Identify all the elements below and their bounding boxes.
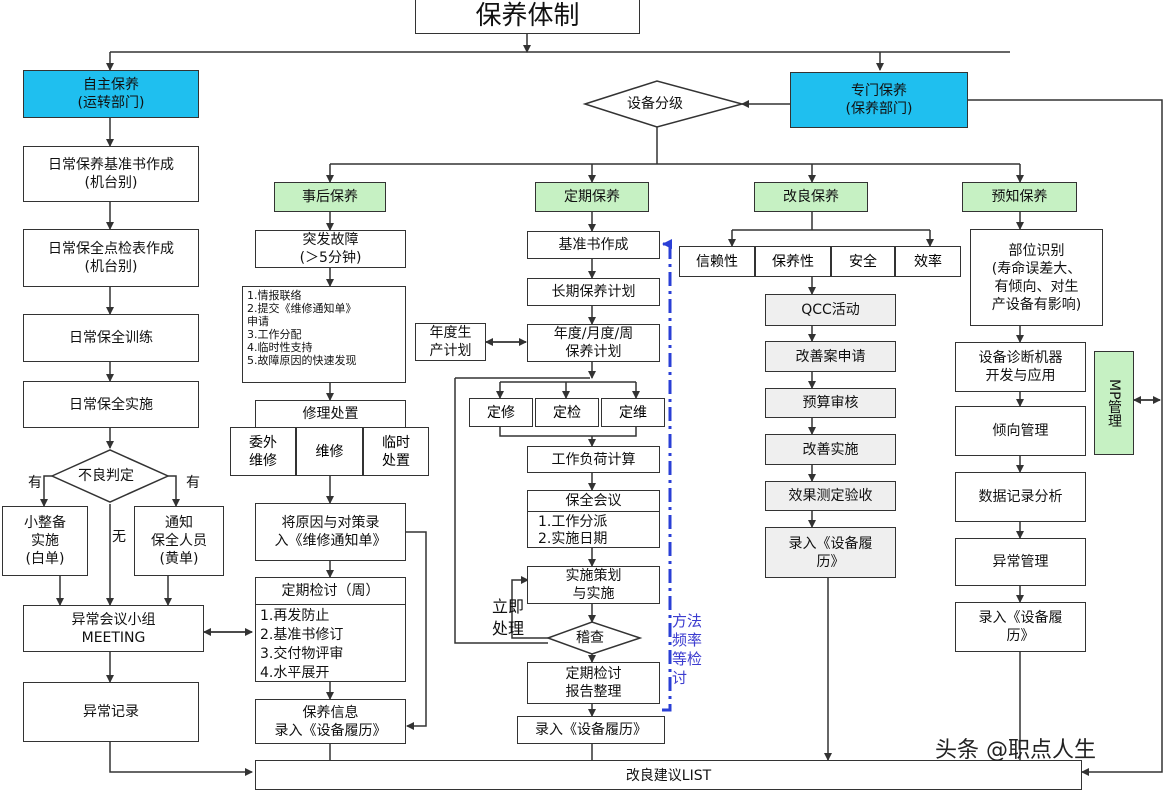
weekly-review-list: 1.再发防止 2.基准书修订 3.交付物评审 4.水平展开	[255, 604, 406, 682]
qcc-box: QCC活动	[765, 294, 896, 326]
implement-box: 实施策划 与实施	[527, 566, 660, 604]
workload-box: 工作负荷计算	[527, 446, 660, 473]
judge-label: 不良判定	[78, 468, 134, 484]
cell-upkeep: 定维	[601, 398, 665, 427]
fault-actions-list: 1.情报联络 2.提交《维修通知单》 申请 3.工作分配 4.临时性支持 5.故…	[242, 286, 406, 383]
cell-inspect: 定检	[535, 398, 599, 427]
improvement-maintenance-header: 改良保养	[754, 182, 868, 212]
yes-right-label: 有	[186, 475, 200, 491]
weekly-review-header: 定期检讨（周）	[255, 577, 406, 605]
repair-option-outsource: 委外 维修	[230, 427, 296, 476]
budget-review-box: 预算审核	[765, 388, 896, 418]
sudden-fault-box: 突发故障 (＞5分钟)	[255, 230, 406, 268]
left-step-3: 日常保全训练	[23, 314, 199, 362]
criteria-book-box: 基准书作成	[527, 231, 660, 259]
predictive-maintenance-header: 预知保养	[962, 182, 1077, 212]
annual-production-plan-box: 年度生 产计划	[415, 323, 486, 361]
long-term-plan-box: 长期保养计划	[527, 278, 660, 306]
meeting-box: 异常会议小组 MEETING	[23, 605, 204, 652]
data-analysis-box: 数据记录分析	[955, 472, 1086, 522]
improvement-implement-box: 改善实施	[765, 434, 896, 465]
judge-diamond	[50, 449, 170, 503]
periodic-maintenance-header: 定期保养	[535, 182, 649, 212]
maintenance-info-box: 保养信息 录入《设备履历》	[255, 699, 406, 744]
small-maintenance-box: 小整备 实施 (白单)	[2, 506, 88, 576]
breakdown-maintenance-header: 事后保养	[274, 182, 386, 212]
effect-measure-box: 效果测定验收	[765, 481, 896, 511]
repair-option-temporary: 临时 处置	[363, 427, 429, 476]
specialist-maintenance-header: 专门保养 (保养部门)	[790, 72, 968, 128]
method-note: 方法 频率 等检 讨	[672, 612, 703, 687]
abnormal-record-box: 异常记录	[23, 682, 199, 742]
repair-header: 修理处置	[255, 400, 406, 428]
part-identify-box: 部位识别 (寿命误差大、 有倾向、对生 产设备有影响)	[970, 229, 1103, 326]
inspect-label: 稽查	[576, 630, 604, 646]
inspect-diamond	[545, 621, 643, 655]
left-step-1: 日常保养基准书作成 (机台别)	[23, 146, 199, 202]
watermark: 头条 @职点人生	[935, 738, 1096, 763]
col3-record-box: 录入《设备履 历》	[765, 527, 896, 578]
annual-plan-box: 年度/月度/周 保养计划	[527, 324, 660, 362]
improvement-request-box: 改善案申请	[765, 341, 896, 372]
diagnosis-box: 设备诊断机器 开发与应用	[955, 342, 1086, 392]
cell-repair: 定修	[469, 398, 533, 427]
yes-left-label: 有	[28, 475, 42, 491]
col4-record-box: 录入《设备履 历》	[955, 602, 1086, 652]
improvement-list-box: 改良建议LIST	[255, 760, 1082, 790]
left-step-4: 日常保全实施	[23, 381, 199, 428]
left-step-2: 日常保全点检表作成 (机台别)	[23, 229, 199, 287]
trend-box: 倾向管理	[955, 406, 1086, 456]
maintenance-meeting-header: 保全会议	[527, 490, 660, 512]
cell-reliability: 信赖性	[679, 246, 755, 277]
abnormal-mgmt-box: 异常管理	[955, 538, 1086, 586]
record-history-box: 录入《设备履历》	[517, 716, 665, 744]
cell-maintainability: 保养性	[755, 246, 831, 277]
autonomous-maintenance-header: 自主保养 (运转部门)	[23, 70, 199, 118]
mp-management-box: MP管理	[1094, 351, 1134, 455]
maintenance-meeting-list: 1.工作分派 2.实施日期	[527, 511, 660, 548]
classify-label: 设备分级	[627, 96, 683, 112]
repair-option-repair: 维修	[296, 427, 363, 476]
page-title: 保养体制	[415, 0, 640, 34]
cell-safety: 安全	[831, 246, 895, 277]
cell-efficiency: 效率	[895, 246, 961, 277]
classify-diamond	[582, 80, 745, 128]
no-label: 无	[112, 529, 126, 545]
notify-box: 通知 保全人员 (黄单)	[134, 506, 224, 576]
report-box: 定期检讨 报告整理	[527, 662, 660, 704]
immediate-label: 立即 处理	[492, 597, 525, 638]
record-cause-box: 将原因与对策录 入《维修通知单》	[255, 503, 406, 561]
